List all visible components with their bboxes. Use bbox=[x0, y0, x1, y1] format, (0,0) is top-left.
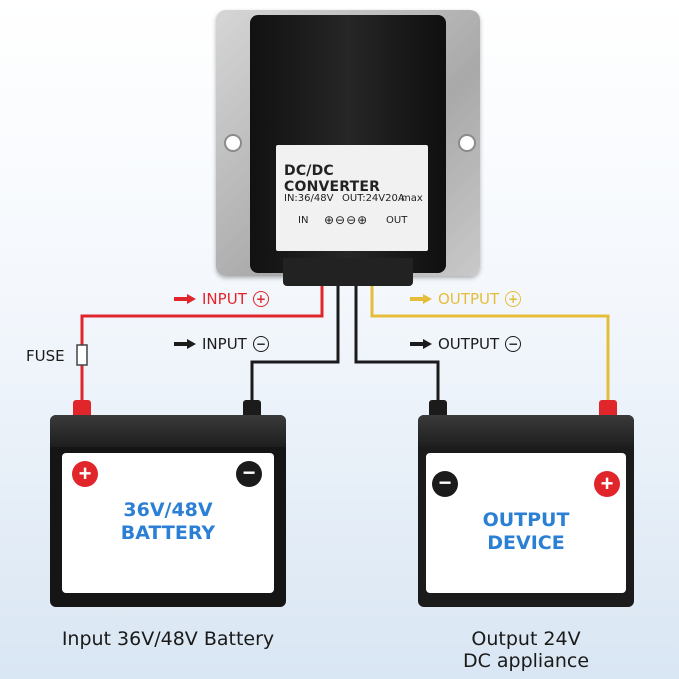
plus-icon: + bbox=[252, 291, 269, 307]
input-negative-label: INPUT − bbox=[174, 335, 269, 353]
output-negative-label: OUTPUT − bbox=[410, 335, 522, 353]
plus-icon: + bbox=[505, 291, 522, 307]
converter-label: DC/DC CONVERTER IN:36/48V OUT:24V20A max… bbox=[276, 145, 428, 251]
output-device: − + OUTPUT DEVICE bbox=[418, 415, 634, 607]
device-caption: Output 24V DC appliance bbox=[462, 628, 590, 672]
converter-terminal-symbols: ⊕⊖⊖⊕ bbox=[324, 213, 369, 227]
converter-spec-in: IN:36/48V bbox=[284, 193, 334, 204]
converter-spec-out: OUT:24V20A bbox=[342, 193, 405, 204]
fuse-label: FUSE bbox=[26, 347, 65, 365]
converter-terminal-out: OUT bbox=[386, 215, 408, 226]
minus-icon: − bbox=[505, 336, 522, 352]
arrow-right-icon bbox=[410, 294, 432, 304]
mounting-hole bbox=[224, 134, 242, 152]
minus-icon: − bbox=[252, 336, 269, 352]
output-positive-label: OUTPUT + bbox=[410, 290, 522, 308]
input-battery: + − 36V/48V BATTERY bbox=[50, 415, 286, 607]
battery-caption: Input 36V/48V Battery bbox=[61, 628, 275, 650]
positive-terminal-icon: + bbox=[72, 461, 98, 487]
input-positive-label: INPUT + bbox=[174, 290, 269, 308]
converter-spec-max: max bbox=[401, 193, 423, 204]
fuse-icon bbox=[76, 344, 88, 366]
converter-terminal-block bbox=[283, 258, 413, 286]
negative-terminal-icon: − bbox=[236, 461, 262, 487]
positive-terminal-icon: + bbox=[594, 471, 620, 497]
converter-terminal-in: IN bbox=[298, 215, 309, 226]
output-positive-wire bbox=[370, 280, 610, 405]
mounting-hole bbox=[458, 134, 476, 152]
device-sticker bbox=[426, 453, 626, 593]
converter-title: DC/DC CONVERTER bbox=[284, 163, 381, 195]
device-label: OUTPUT DEVICE bbox=[482, 509, 570, 554]
input-negative-wire bbox=[250, 280, 340, 405]
arrow-right-icon bbox=[410, 339, 432, 349]
negative-terminal-icon: − bbox=[432, 471, 458, 497]
arrow-right-icon bbox=[174, 294, 196, 304]
output-negative-wire bbox=[354, 280, 440, 405]
arrow-right-icon bbox=[174, 339, 196, 349]
battery-label: 36V/48V BATTERY bbox=[120, 499, 216, 544]
